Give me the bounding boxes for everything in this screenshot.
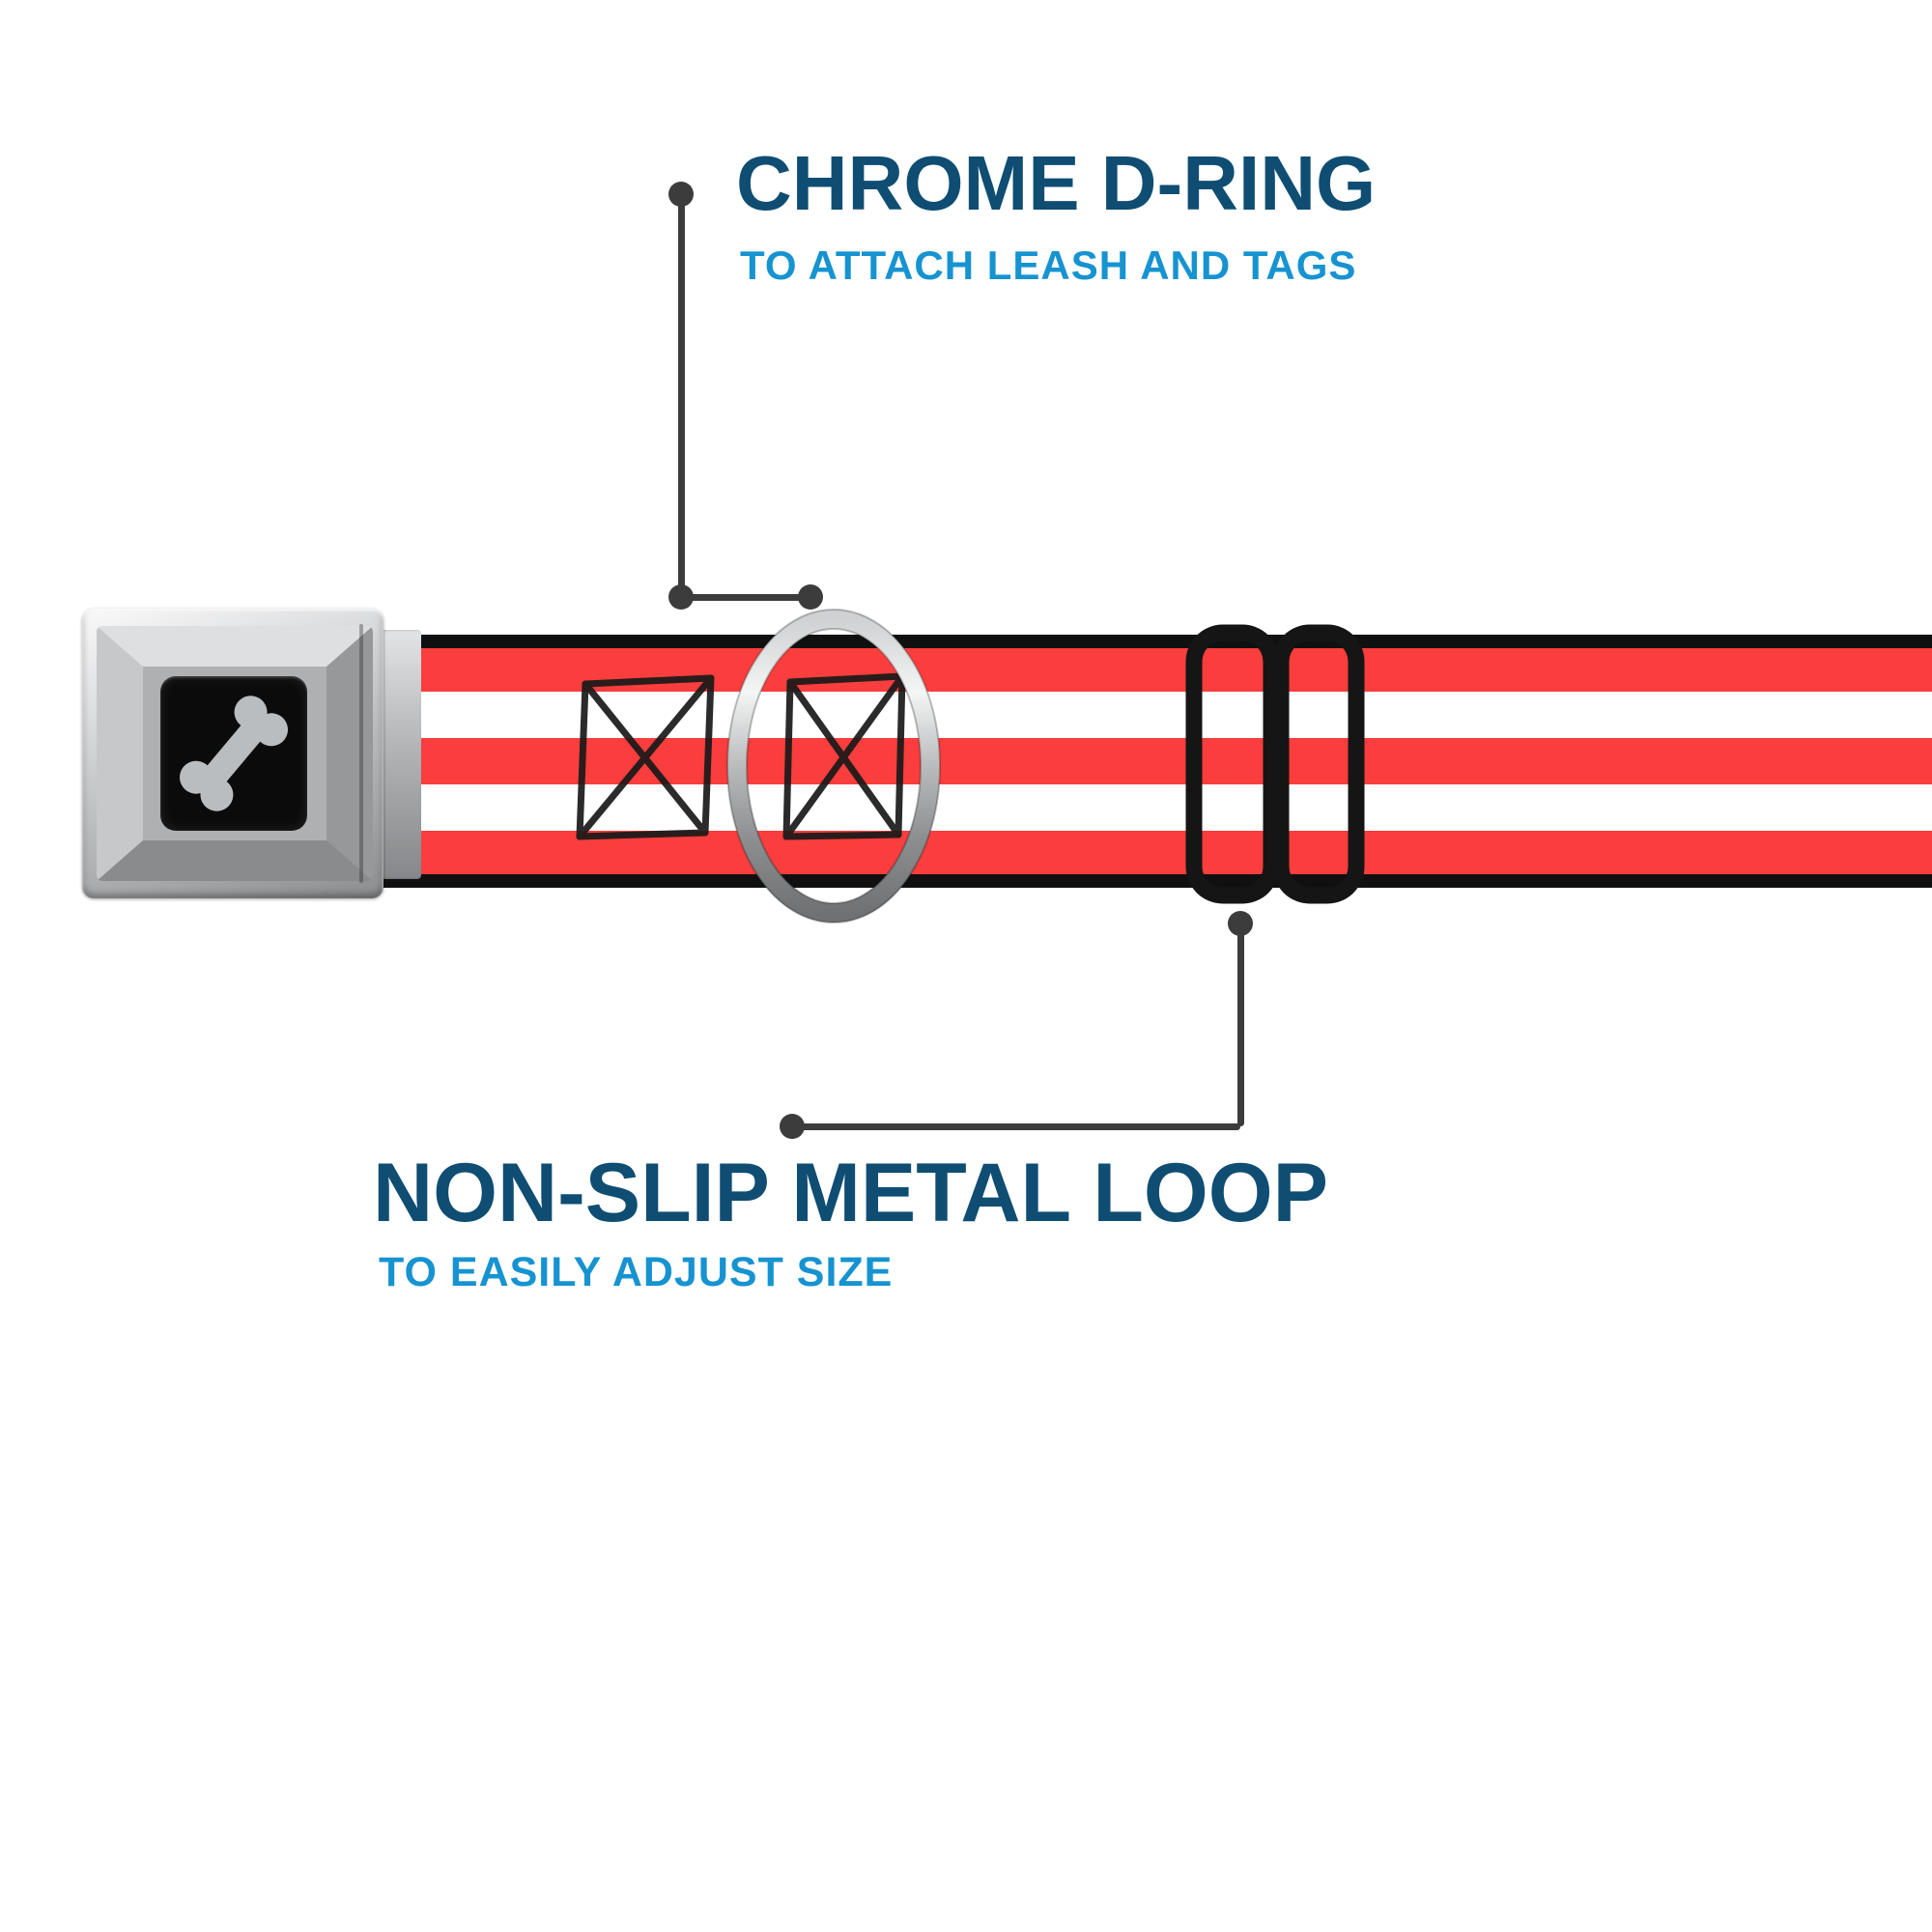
bone-icon (179, 696, 289, 811)
top-callout-dot (668, 584, 694, 610)
bottom-callout-title: NON-SLIP METAL LOOP (373, 1147, 1329, 1239)
top-callout-dot (668, 182, 694, 207)
bottom-callout-dot (780, 1114, 805, 1139)
top-callout-dot (798, 584, 823, 610)
buckle-tab (381, 630, 421, 879)
stitch-box (576, 674, 715, 840)
slider-loop (1185, 624, 1365, 904)
top-callout-title: CHROME D-RING (736, 140, 1377, 226)
top-callout-horizontal-line (681, 594, 810, 601)
d-ring (726, 609, 941, 923)
top-callout-subtitle: TO ATTACH LEASH AND TAGS (740, 242, 1357, 288)
bottom-callout-horizontal-line (792, 1123, 1240, 1130)
buckle-release-seam (359, 624, 363, 883)
bottom-callout-dot (1228, 911, 1253, 936)
bottom-callout-vertical-line (1237, 923, 1244, 1126)
collar-strap (367, 635, 1932, 888)
buckle-logo-plate (160, 676, 307, 831)
stitch-box (782, 672, 906, 840)
bottom-callout-subtitle: TO EASILY ADJUST SIZE (379, 1249, 894, 1295)
top-callout-vertical-line (678, 194, 685, 598)
